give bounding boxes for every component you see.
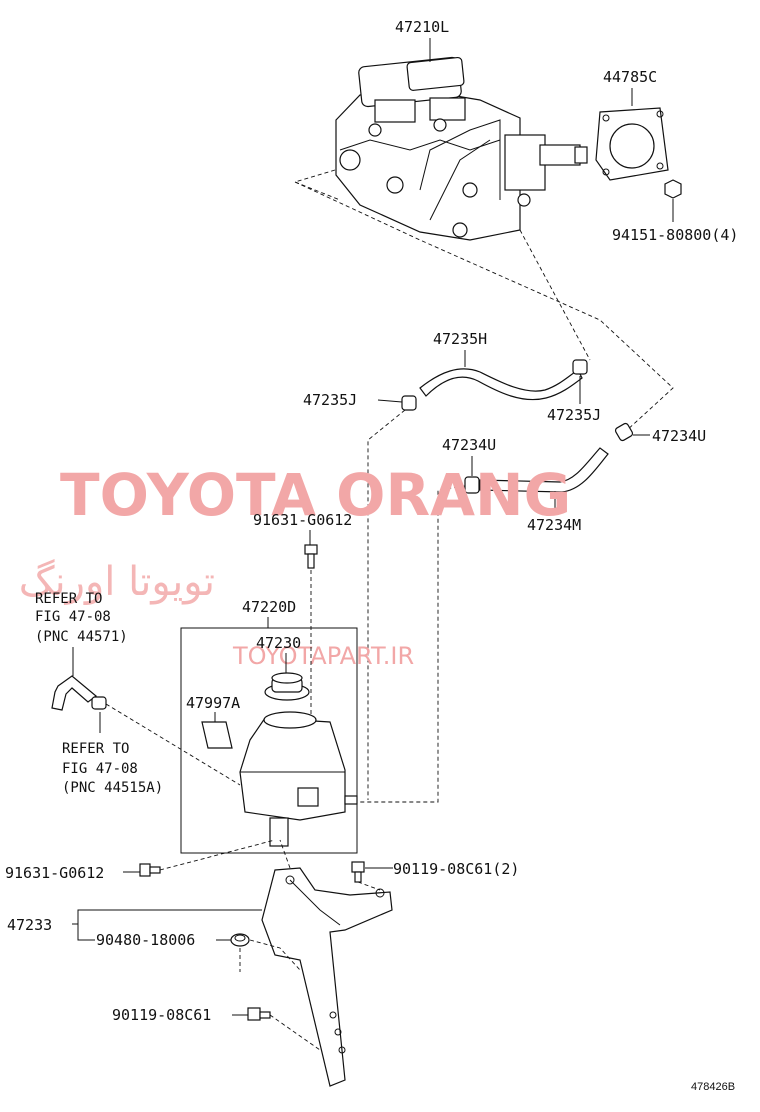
- label-47210L: 47210L: [395, 18, 449, 36]
- reservoir-tank[interactable]: [239, 711, 358, 847]
- label-47997A: 47997A: [186, 694, 240, 712]
- label-47234U-left: 47234U: [442, 436, 496, 454]
- diagram-code: 478426B: [691, 1081, 735, 1093]
- watermark-brand: TOYOTA ORANG: [60, 461, 571, 529]
- bracket-47233[interactable]: [261, 839, 393, 1087]
- label-47235J-right: 47235J: [547, 406, 601, 424]
- bolt-90119-2[interactable]: [351, 861, 365, 883]
- label-94151-80800: 94151-80800(4): [612, 226, 738, 244]
- clamp-47235J-left[interactable]: [401, 395, 417, 411]
- label-90119-08C61-bottom: 90119-08C61: [112, 1006, 211, 1024]
- label-47233: 47233: [7, 916, 52, 934]
- label-90480-18006: 90480-18006: [96, 931, 195, 949]
- refer-bottom-line1: REFER TO: [62, 741, 129, 757]
- hose-47234M[interactable]: [464, 422, 634, 494]
- nut-94151[interactable]: [664, 179, 682, 199]
- label-47234U-right: 47234U: [652, 427, 706, 445]
- label-47234M: 47234M: [527, 516, 581, 534]
- bolt-90119-bottom[interactable]: [247, 1007, 271, 1021]
- label-90119-08C61-2: 90119-08C61(2): [393, 860, 519, 878]
- refer-bottom-line3: (PNC 44515A): [62, 780, 163, 796]
- grommet-90480[interactable]: [230, 933, 250, 947]
- bolt-91631-bottom[interactable]: [139, 863, 161, 877]
- gasket-44785C[interactable]: [595, 107, 669, 181]
- label-91631-G0612-top: 91631-G0612: [253, 511, 352, 529]
- watermark-site: TOYOTAPART.IR: [232, 642, 414, 670]
- label-91631-G0612-bottom: 91631-G0612: [5, 864, 104, 882]
- label-sheet-47997A[interactable]: [201, 721, 233, 749]
- watermark-farsi: تویوتا اورنگ: [19, 559, 215, 605]
- label-47230: 47230: [256, 634, 301, 652]
- label-47235H: 47235H: [433, 330, 487, 348]
- refer-top-line3: (PNC 44571): [35, 629, 128, 645]
- label-47220D: 47220D: [242, 598, 296, 616]
- reservoir-assembly-box: [180, 627, 358, 854]
- refer-top-line1: REFER TO: [35, 591, 102, 607]
- bolt-91631-top[interactable]: [304, 544, 318, 569]
- refer-top-line2: FIG 47-08: [35, 609, 111, 625]
- brake-actuator-assembly[interactable]: [293, 56, 588, 241]
- clamp-47235J-right[interactable]: [572, 359, 588, 375]
- label-47235J-left: 47235J: [303, 391, 357, 409]
- hose-refer-44571[interactable]: [51, 675, 107, 711]
- refer-bottom-line2: FIG 47-08: [62, 761, 138, 777]
- label-44785C: 44785C: [603, 68, 657, 86]
- hose-47235H[interactable]: [419, 368, 583, 401]
- reservoir-cap-47230[interactable]: [264, 672, 310, 701]
